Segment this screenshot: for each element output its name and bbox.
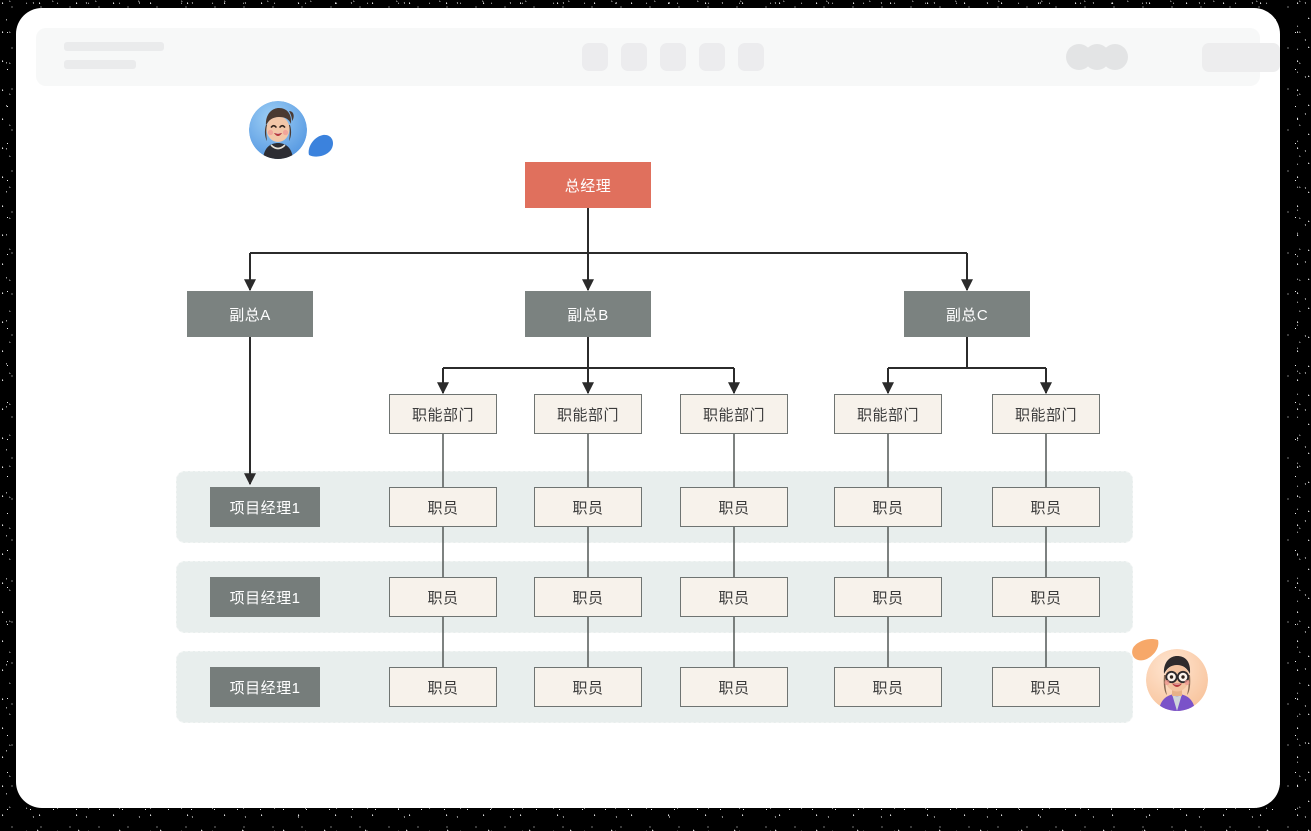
node-dept-1[interactable]: 职能部门 bbox=[389, 394, 497, 434]
tool-5-icon[interactable] bbox=[738, 43, 764, 71]
node-staff-r3-c3[interactable]: 职员 bbox=[680, 667, 788, 707]
collaborator-avatar-peach[interactable] bbox=[1146, 649, 1208, 711]
collaborator-cursor-peach-icon bbox=[1132, 638, 1159, 661]
node-vp-a[interactable]: 副总A bbox=[187, 291, 313, 337]
node-vp-c[interactable]: 副总C bbox=[904, 291, 1030, 337]
node-staff-r2-c4[interactable]: 职员 bbox=[834, 577, 942, 617]
connector-edges bbox=[244, 208, 1052, 667]
node-staff-r1-c4[interactable]: 职员 bbox=[834, 487, 942, 527]
tool-1-icon[interactable] bbox=[582, 43, 608, 71]
node-pm-row-3[interactable]: 项目经理1 bbox=[210, 667, 320, 707]
diagram-canvas[interactable]: 总经理 副总A 副总B 副总C 职能部门 职能部门 职能部门 职能部门 职能部门… bbox=[16, 86, 1280, 808]
swimlane-band-3 bbox=[176, 651, 1133, 723]
node-staff-r3-c2[interactable]: 职员 bbox=[534, 667, 642, 707]
swimlane-band-1 bbox=[176, 471, 1133, 543]
collaborator-cursor-blue-icon bbox=[308, 134, 333, 157]
node-staff-r1-c2[interactable]: 职员 bbox=[534, 487, 642, 527]
tool-2-icon[interactable] bbox=[621, 43, 647, 71]
node-staff-r1-c3[interactable]: 职员 bbox=[680, 487, 788, 527]
node-staff-r2-c5[interactable]: 职员 bbox=[992, 577, 1100, 617]
swimlane-band-2 bbox=[176, 561, 1133, 633]
node-staff-r1-c5[interactable]: 职员 bbox=[992, 487, 1100, 527]
node-pm-row-1[interactable]: 项目经理1 bbox=[210, 487, 320, 527]
node-dept-5[interactable]: 职能部门 bbox=[992, 394, 1100, 434]
presence-avatar-3[interactable] bbox=[1102, 44, 1128, 70]
node-dept-3[interactable]: 职能部门 bbox=[680, 394, 788, 434]
node-vp-b[interactable]: 副总B bbox=[525, 291, 651, 337]
collaborator-avatar-blue[interactable] bbox=[249, 101, 307, 159]
node-staff-r3-c1[interactable]: 职员 bbox=[389, 667, 497, 707]
node-pm-row-2[interactable]: 项目经理1 bbox=[210, 577, 320, 617]
node-staff-r2-c3[interactable]: 职员 bbox=[680, 577, 788, 617]
node-staff-r3-c5[interactable]: 职员 bbox=[992, 667, 1100, 707]
node-staff-r2-c1[interactable]: 职员 bbox=[389, 577, 497, 617]
tool-4-icon[interactable] bbox=[699, 43, 725, 71]
node-staff-r3-c4[interactable]: 职员 bbox=[834, 667, 942, 707]
toolbar bbox=[36, 28, 1280, 86]
skeleton-title-placeholder bbox=[64, 42, 164, 51]
node-staff-r2-c2[interactable]: 职员 bbox=[534, 577, 642, 617]
share-button[interactable] bbox=[1202, 43, 1280, 72]
node-dept-2[interactable]: 职能部门 bbox=[534, 394, 642, 434]
app-window: 总经理 副总A 副总B 副总C 职能部门 职能部门 职能部门 职能部门 职能部门… bbox=[16, 8, 1280, 808]
skeleton-subtitle-placeholder bbox=[64, 60, 136, 69]
node-dept-4[interactable]: 职能部门 bbox=[834, 394, 942, 434]
node-staff-r1-c1[interactable]: 职员 bbox=[389, 487, 497, 527]
tool-3-icon[interactable] bbox=[660, 43, 686, 71]
node-ceo[interactable]: 总经理 bbox=[525, 162, 651, 208]
